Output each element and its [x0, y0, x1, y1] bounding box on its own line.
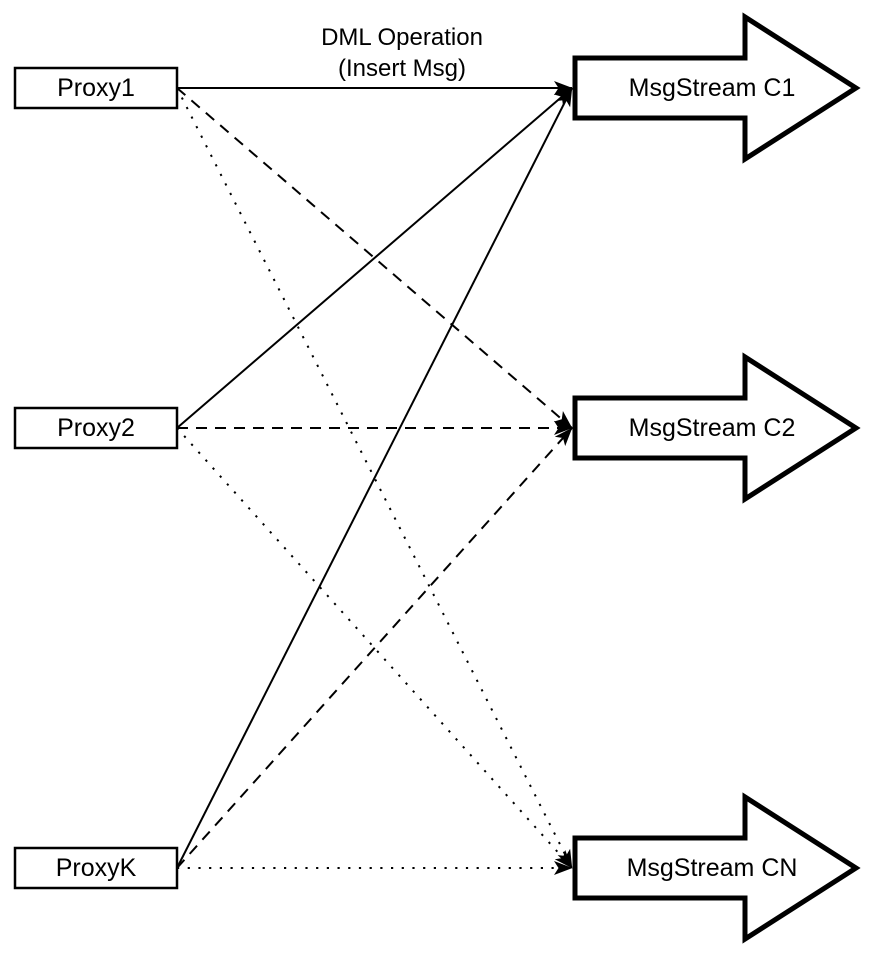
node-proxy1: Proxy1 — [13, 66, 179, 110]
proxyk-label: ProxyK — [56, 854, 137, 882]
edge-proxyk-to-c2-dashed — [176, 427, 573, 869]
edge-layer — [176, 81, 573, 875]
node-msgstream-cn: MsgStream CN — [572, 792, 861, 944]
proxy1-label: Proxy1 — [57, 74, 135, 102]
dml-operation-label-line1: DML Operation — [321, 24, 483, 51]
msgstream-c2-arrow-shape — [572, 352, 861, 504]
proxy2-label: Proxy2 — [57, 414, 135, 442]
edge-proxy2-to-cn-dotted — [176, 427, 573, 869]
node-proxy2: Proxy2 — [13, 406, 179, 450]
proxy2-box — [13, 406, 179, 450]
msgstream-c1-arrow-shape — [572, 12, 861, 164]
msgstream-cn-arrow-shape — [572, 792, 861, 944]
node-proxyk: ProxyK — [13, 846, 179, 890]
node-msgstream-c1: MsgStream C1 — [572, 12, 861, 164]
edge-proxyk-to-c1-solid — [176, 87, 573, 869]
edge-proxy1-to-c2-dashed — [176, 87, 573, 429]
edge-proxy1-to-cn-dotted — [176, 87, 573, 869]
msgstream-c2-label: MsgStream C2 — [629, 414, 796, 442]
dml-operation-label-line2: (Insert Msg) — [338, 55, 466, 82]
msgstream-c1-label: MsgStream C1 — [629, 74, 796, 102]
node-msgstream-c2: MsgStream C2 — [572, 352, 861, 504]
proxy1-box — [13, 66, 179, 110]
proxyk-box — [13, 846, 179, 890]
msgstream-cn-label: MsgStream CN — [627, 854, 798, 882]
edge-proxy2-to-c1-solid — [176, 87, 573, 429]
